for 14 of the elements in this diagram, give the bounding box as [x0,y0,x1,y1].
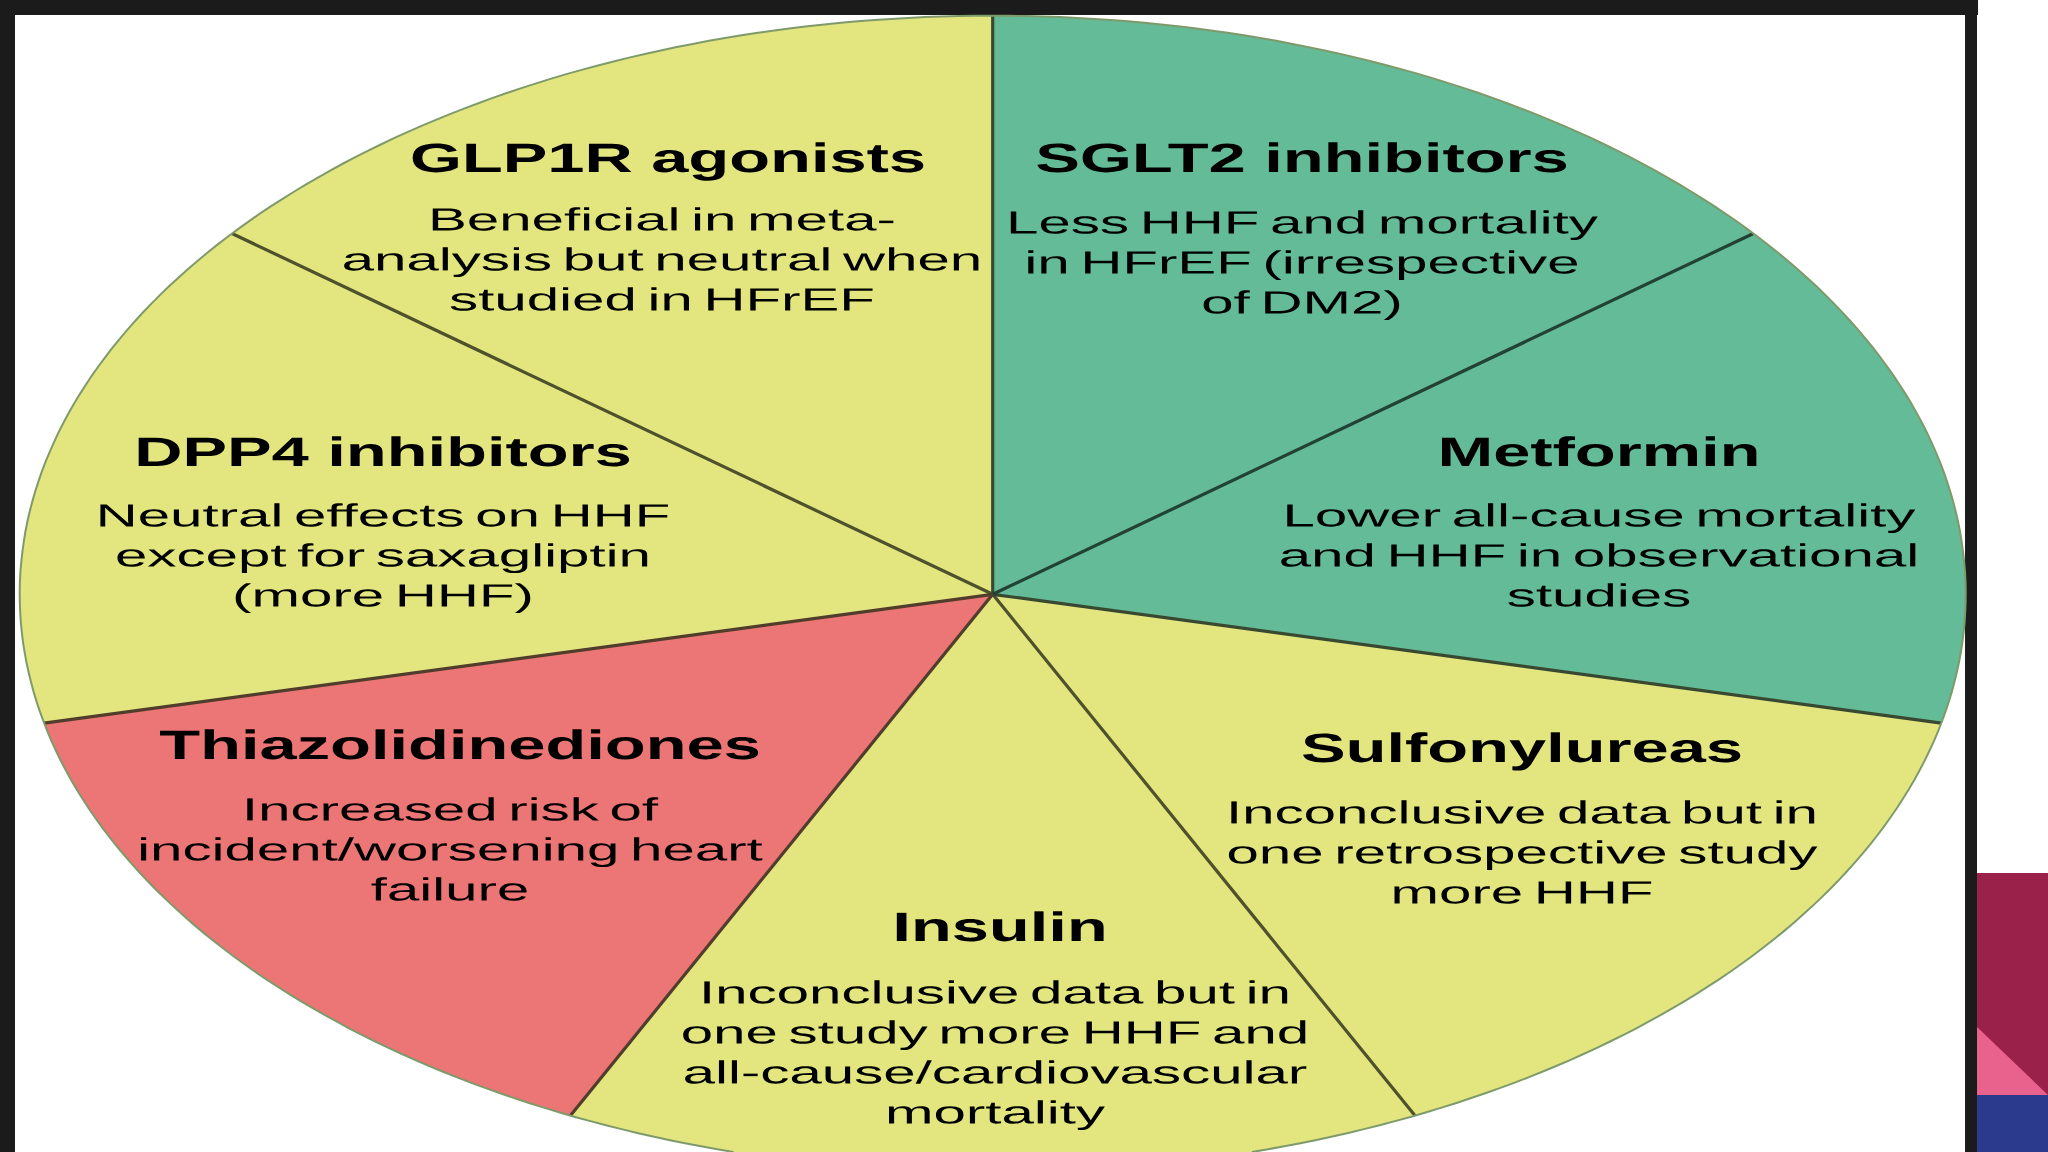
slice-heading: Insulin [896,911,1104,942]
slice-heading: GLP1R agonists [412,142,924,181]
slice-heading: Metformin [1442,436,1757,467]
slice-heading: Thiazolidinediones [160,729,759,760]
slice-text: Less HHF and mortality in HFrEF (irrespective of DM2) [1010,210,1598,320]
slice-text: Neutral effects on HHF except for saxagliptin (more HHF) [100,503,668,613]
slice-text: Increased risk of incident/worsening heart failure [141,797,763,901]
slice-heading: SGLT2 inhibitors [1037,142,1566,173]
slice-text: Lower all-cause mortality and HHF in observational studies [1281,503,1916,607]
slice-heading: Sulfonylureas [1303,732,1741,771]
slice-text: Beneficial in meta-analysis but neutral when studied in HFrEF [344,207,979,311]
slice-heading: DPP4 inhibitors [138,436,630,467]
slice-text: Inconclusive data but in one retrospective study more HHF [1228,800,1818,904]
slice-text: Inconclusive data but in one study more HHF and all-cause/cardiovascular mortality [683,980,1307,1131]
